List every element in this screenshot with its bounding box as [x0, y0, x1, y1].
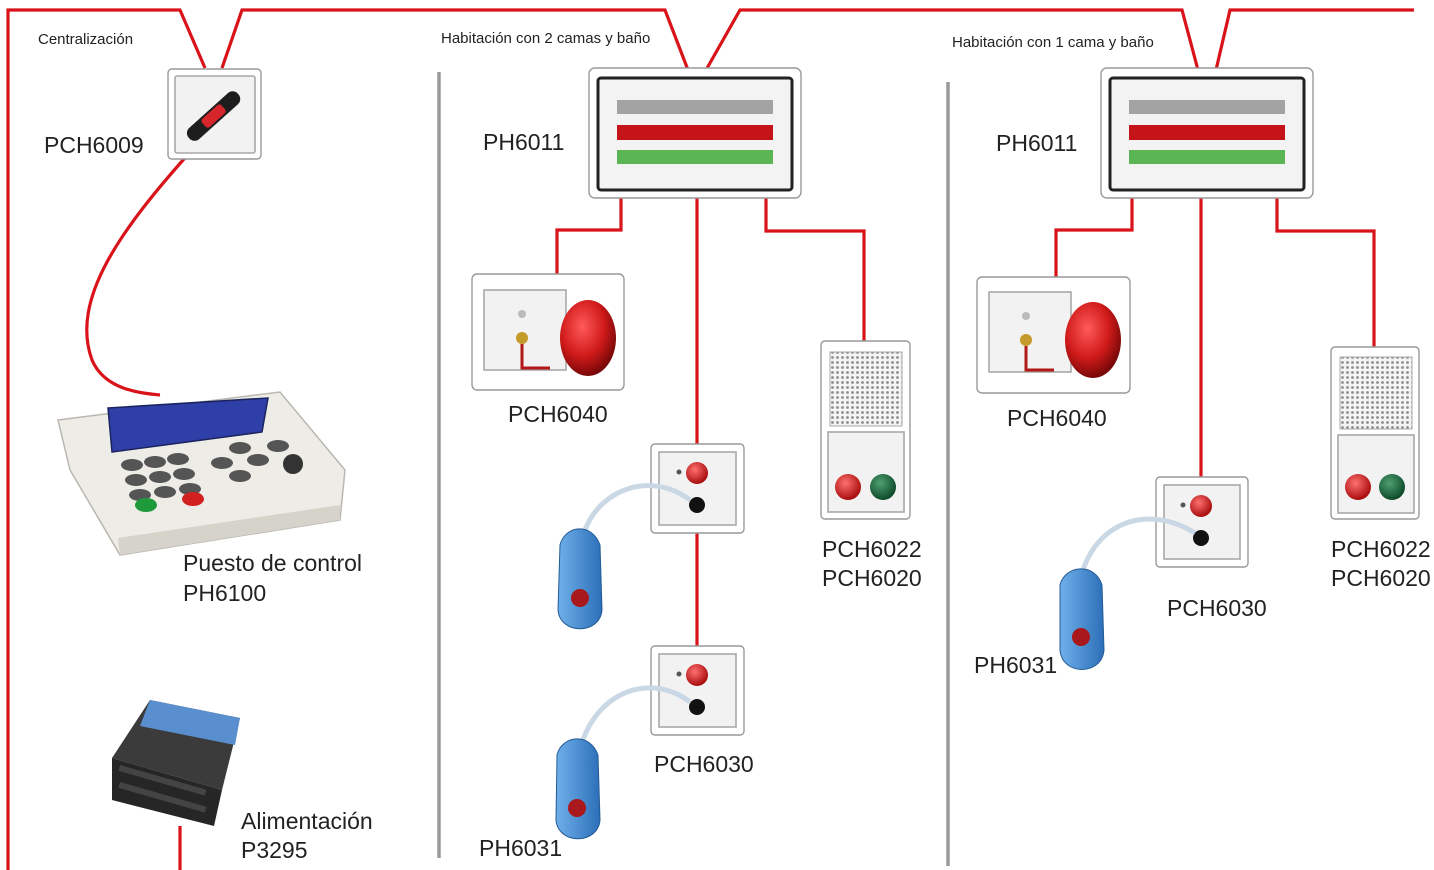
- section-title-room1: Habitación con 1 cama y baño: [952, 34, 1154, 51]
- main-bus-left: [6, 8, 207, 870]
- main-bus-top-2: [704, 8, 1200, 71]
- label-room1-panel: PH6011: [996, 130, 1077, 156]
- label-room1-pull: PCH6040: [1007, 405, 1107, 431]
- wire-r2-speaker: [764, 198, 866, 341]
- main-bus-top-3: [1214, 8, 1414, 71]
- label-room1-bed-unit: PCH6030: [1167, 595, 1267, 621]
- power-supply-p3295: [112, 700, 240, 826]
- room1-bed-unit: [1059, 476, 1249, 670]
- room2-bed-unit-upper: [557, 443, 745, 630]
- room2-intercom: [820, 340, 911, 520]
- label-room1-speaker-a: PCH6022: [1331, 536, 1431, 562]
- wire-r2-pull: [555, 198, 623, 274]
- section-title-room2: Habitación con 2 camas y baño: [441, 30, 650, 47]
- wire-pch6009-console: [85, 148, 194, 397]
- label-power-line1: Alimentación: [241, 808, 373, 834]
- label-room2-pendant: PH6031: [479, 835, 562, 861]
- wire-r1-speaker: [1275, 198, 1376, 347]
- label-control-line2: PH6100: [183, 580, 266, 606]
- label-room2-speaker-a: PCH6022: [822, 536, 922, 562]
- control-console-ph6100: [57, 391, 346, 556]
- label-room2-panel: PH6011: [483, 129, 564, 155]
- label-room1-pendant: PH6031: [974, 652, 1057, 678]
- room1-pull-cord: [976, 276, 1131, 394]
- wire-r1-pull: [1054, 198, 1134, 278]
- room2-corridor-lamp: [588, 67, 802, 199]
- label-power-line2: P3295: [241, 837, 308, 863]
- wiring: [6, 8, 1414, 870]
- label-pch6009: PCH6009: [44, 132, 144, 158]
- pch6009-device: [167, 68, 262, 160]
- label-room2-bed-unit: PCH6030: [654, 751, 754, 777]
- room1-corridor-lamp: [1100, 67, 1314, 199]
- section-title-centralizacion: Centralización: [38, 31, 133, 48]
- room2-bed-unit-lower: [555, 645, 745, 840]
- room1-intercom: [1330, 346, 1420, 520]
- room2-pull-cord: [471, 273, 625, 391]
- label-room2-speaker-b: PCH6020: [822, 565, 922, 591]
- label-room1-speaker-b: PCH6020: [1331, 565, 1431, 591]
- main-bus-top: [220, 8, 690, 71]
- label-control-line1: Puesto de control: [183, 550, 362, 576]
- label-room2-pull: PCH6040: [508, 401, 608, 427]
